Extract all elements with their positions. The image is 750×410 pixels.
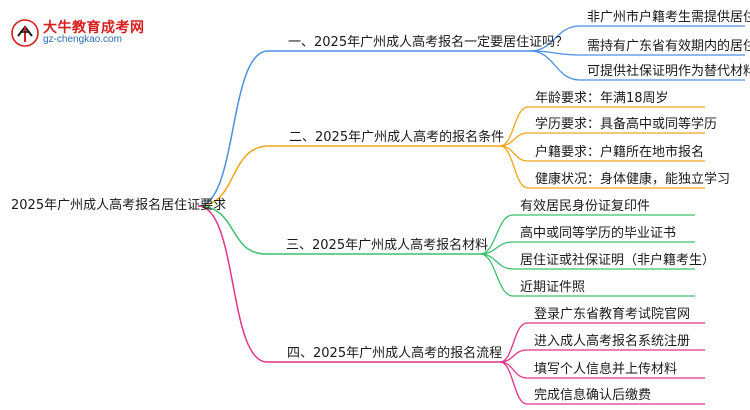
branch-1-label: 一、2025年广州成人高考报名一定要居住证吗？ <box>288 35 569 50</box>
branch-2-item-1: 年龄要求：年满18周岁 <box>535 91 669 106</box>
branch-3-label: 三、2025年广州成人高考报名材料 <box>286 238 489 253</box>
branch-3-item-3: 居住证或社保证明（非户籍考生） <box>520 253 716 268</box>
branch-2-item-3: 户籍要求：户籍所在地市报名 <box>535 145 705 160</box>
logo-mark-icon <box>11 19 39 47</box>
branch-4-item-1: 登录广东省教育考试院官网 <box>534 307 691 322</box>
branch-3-leaf-1-curve <box>479 214 514 255</box>
branch-1-leaf-1-curve <box>529 25 581 52</box>
branch-4-item-2: 进入成人高考报名系统注册 <box>534 334 691 349</box>
branch-1-item-1: 非广州市户籍考生需提供居住证 <box>587 10 750 25</box>
branch-3-item-4: 近期证件照 <box>520 280 586 295</box>
branch-3-leaf-4-curve <box>479 253 514 297</box>
site-logo[interactable]: 大牛教育成考网 gz-chengkao.com <box>10 16 160 48</box>
branch-1-curve <box>197 50 288 207</box>
branch-4-leaf-1-curve <box>499 322 528 363</box>
logo-title: 大牛教育成考网 <box>43 20 145 36</box>
branch-3-item-1: 有效居民身份证复印件 <box>520 199 651 214</box>
branch-4-leaf-4-curve <box>499 361 528 405</box>
branch-2-label: 二、2025年广州成人高考的报名条件 <box>289 130 505 145</box>
branch-2-leaf-1-curve <box>499 106 529 147</box>
branch-4-label: 四、2025年广州成人高考的报名流程 <box>287 346 503 361</box>
branch-2-curve <box>197 145 289 207</box>
branch-4-item-3: 填写个人信息并上传材料 <box>534 362 678 377</box>
branch-2-item-2: 学历要求：具备高中或同等学历 <box>535 117 718 132</box>
branch-4-leaf-3-curve <box>499 361 528 379</box>
branch-2-item-4: 健康状况：身体健康，能独立学习 <box>535 172 731 187</box>
branch-1-leaf-3-curve <box>529 50 581 81</box>
branch-4-item-4: 完成信息确认后缴费 <box>534 388 652 403</box>
logo-url: gz-chengkao.com <box>43 34 122 45</box>
branch-2-leaf-4-curve <box>499 145 529 189</box>
branch-1-item-2: 需持有广东省有效期内的居住证 <box>587 39 750 54</box>
root-node: 2025年广州成人高考报名居住证要求 <box>11 198 227 213</box>
branch-4-curve <box>197 205 287 363</box>
branch-3-item-2: 高中或同等学历的毕业证书 <box>520 226 677 241</box>
branch-3-curve <box>197 205 286 255</box>
branch-1-item-3: 可提供社保证明作为替代材料 <box>587 64 750 79</box>
